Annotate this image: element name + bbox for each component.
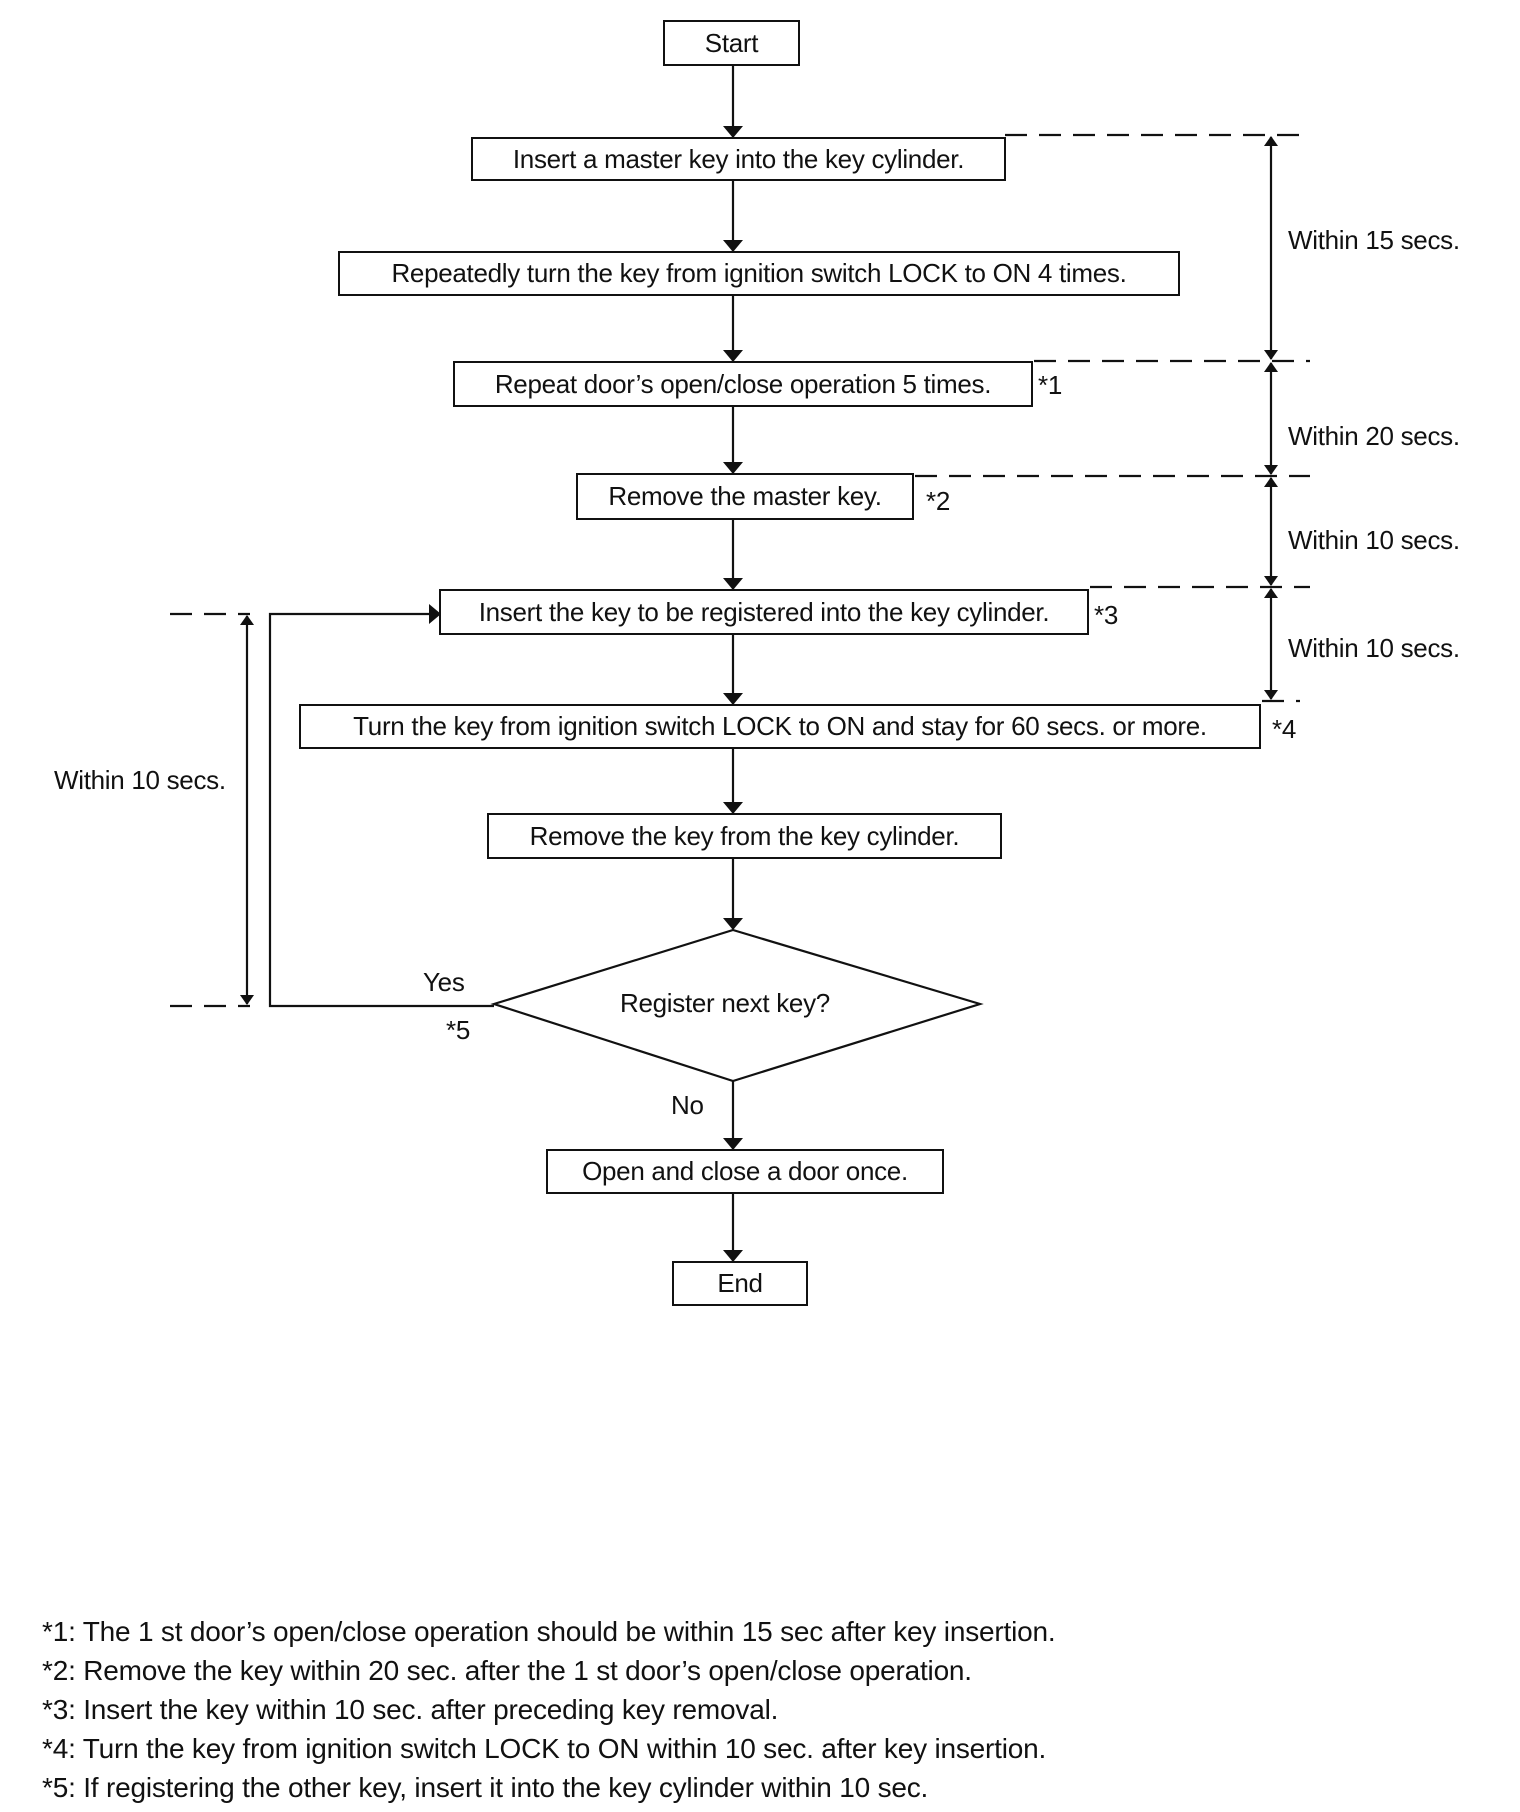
decision-label: Register next key? [620,988,830,1018]
step-repeat-door-operation: Repeat door’s open/close operation 5 tim… [453,361,1033,407]
footnote-3: *3: Insert the key within 10 sec. after … [42,1694,779,1725]
decision-diamond [490,928,984,1083]
footnote-1: *1: The 1 st door’s open/close operation… [42,1616,1056,1647]
step-insert-key-to-register: Insert the key to be registered into the… [439,589,1089,635]
footnote-4: *4: Turn the key from ignition switch LO… [42,1733,1047,1764]
timing-label-10s-a: Within 10 secs. [1288,525,1460,555]
marker-3: *3 [1094,600,1118,630]
footnote-2: *2: Remove the key within 20 sec. after … [42,1655,972,1686]
decision-yes-label: Yes [423,967,465,997]
decision-no-label: No [671,1090,704,1120]
end-terminal: End [672,1261,808,1306]
arrow-decision-yes-loop [268,604,494,1008]
step-remove-key: Remove the key from the key cylinder. [487,813,1002,859]
step-insert-master-key: Insert a master key into the key cylinde… [471,137,1006,181]
footnote-5: *5: If registering the other key, insert… [42,1772,929,1803]
step-open-close-door: Open and close a door once. [546,1149,944,1194]
marker-2: *2 [926,486,950,516]
timing-label-20s: Within 20 secs. [1288,421,1460,451]
step-turn-key-and-stay: Turn the key from ignition switch LOCK t… [299,704,1261,749]
step-turn-key-repeatedly: Repeatedly turn the key from ignition sw… [338,251,1180,296]
marker-5: *5 [446,1015,470,1045]
marker-1: *1 [1038,370,1062,400]
timing-label-loop-10s: Within 10 secs. [54,765,226,795]
timing-label-15s: Within 15 secs. [1288,225,1460,255]
timing-reference-dashes [170,133,1310,1008]
step-remove-master-key: Remove the master key. [576,473,914,520]
marker-4: *4 [1272,714,1296,744]
start-terminal: Start [663,20,800,66]
timing-label-10s-b: Within 10 secs. [1288,633,1460,663]
